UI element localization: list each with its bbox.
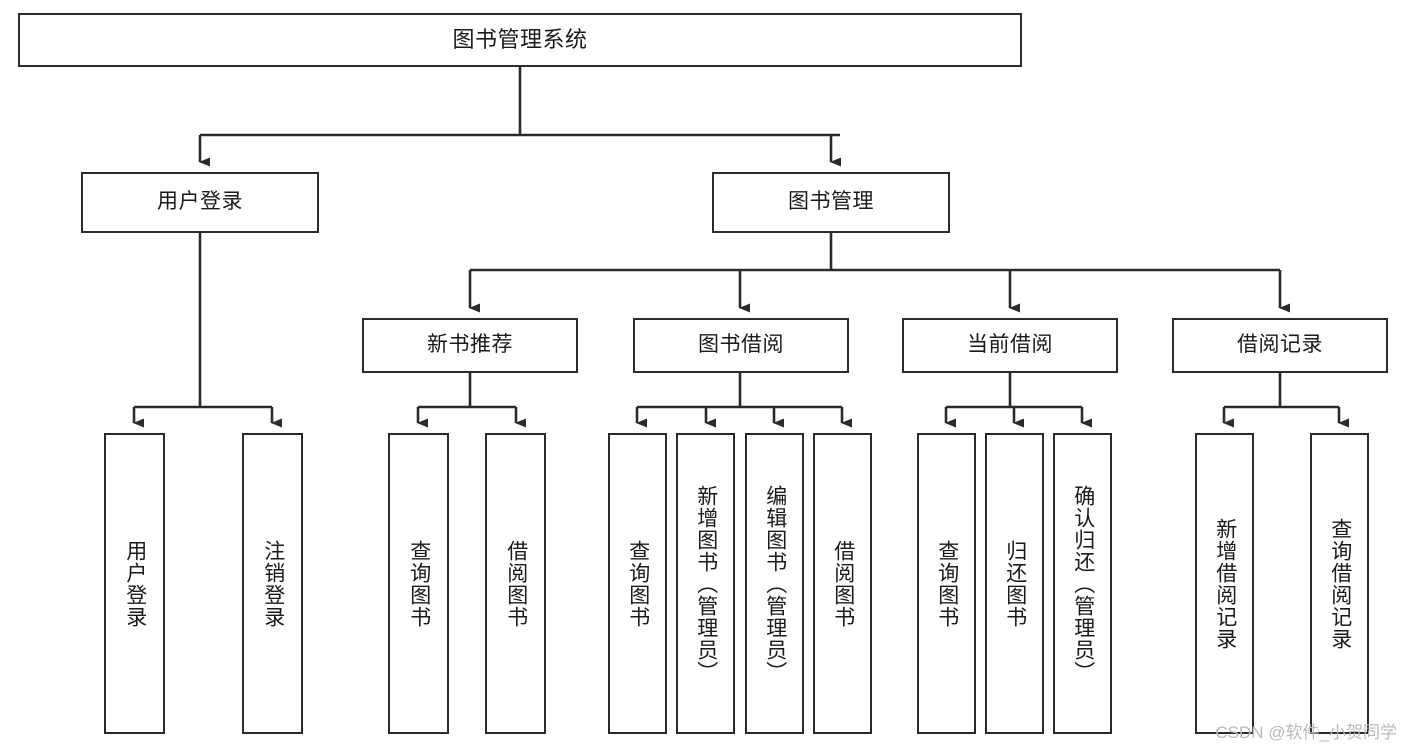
node-current-borrow[interactable]: 当前借阅	[902, 318, 1118, 373]
node-leaf-add-record[interactable]: 新增借阅记录	[1195, 433, 1254, 734]
node-user-login[interactable]: 用户登录	[81, 172, 319, 233]
node-leaf-return-book[interactable]: 归还图书	[985, 433, 1044, 734]
node-book-manage[interactable]: 图书管理	[712, 172, 950, 233]
node-book-borrow-label: 图书借阅	[698, 333, 784, 357]
node-new-book-rec[interactable]: 新书推荐	[362, 318, 578, 373]
node-leaf-confirm-return-label: 确认归还（管理员）	[1071, 484, 1095, 683]
node-book-manage-label: 图书管理	[788, 190, 874, 214]
node-borrow-record[interactable]: 借阅记录	[1172, 318, 1388, 373]
node-leaf-borrow-book-1[interactable]: 借阅图书	[485, 433, 546, 734]
node-leaf-query-book-3-label: 查询图书	[935, 539, 959, 628]
node-leaf-add-book-label: 新增图书（管理员）	[694, 484, 718, 683]
node-leaf-edit-book[interactable]: 编辑图书（管理员）	[745, 433, 804, 734]
node-leaf-borrow-book-1-label: 借阅图书	[504, 539, 528, 628]
node-leaf-logout-label: 注销登录	[261, 539, 285, 628]
node-leaf-query-record-label: 查询借阅记录	[1328, 517, 1352, 650]
node-leaf-query-book-2[interactable]: 查询图书	[608, 433, 667, 734]
node-borrow-record-label: 借阅记录	[1237, 333, 1323, 357]
node-leaf-query-book-3[interactable]: 查询图书	[917, 433, 976, 734]
node-leaf-edit-book-label: 编辑图书（管理员）	[763, 484, 787, 683]
node-new-book-rec-label: 新书推荐	[427, 333, 513, 357]
node-root[interactable]: 图书管理系统	[18, 13, 1022, 67]
node-user-login-label: 用户登录	[157, 190, 243, 214]
node-leaf-query-record[interactable]: 查询借阅记录	[1310, 433, 1369, 734]
node-current-borrow-label: 当前借阅	[967, 333, 1053, 357]
watermark-text: CSDN @软件_小贺同学	[1215, 723, 1397, 742]
node-root-label: 图书管理系统	[452, 27, 588, 53]
node-leaf-confirm-return[interactable]: 确认归还（管理员）	[1053, 433, 1112, 734]
node-leaf-user-login[interactable]: 用户登录	[104, 433, 165, 734]
node-leaf-query-book-2-label: 查询图书	[626, 539, 650, 628]
node-leaf-query-book-1[interactable]: 查询图书	[388, 433, 449, 734]
node-leaf-borrow-book-2[interactable]: 借阅图书	[813, 433, 872, 734]
node-leaf-borrow-book-2-label: 借阅图书	[831, 539, 855, 628]
node-leaf-logout[interactable]: 注销登录	[242, 433, 303, 734]
node-leaf-query-book-1-label: 查询图书	[407, 539, 431, 628]
node-book-borrow[interactable]: 图书借阅	[633, 318, 849, 373]
node-leaf-user-login-label: 用户登录	[123, 539, 147, 628]
node-leaf-return-book-label: 归还图书	[1003, 539, 1027, 628]
node-leaf-add-record-label: 新增借阅记录	[1213, 517, 1237, 650]
node-leaf-add-book[interactable]: 新增图书（管理员）	[676, 433, 735, 734]
